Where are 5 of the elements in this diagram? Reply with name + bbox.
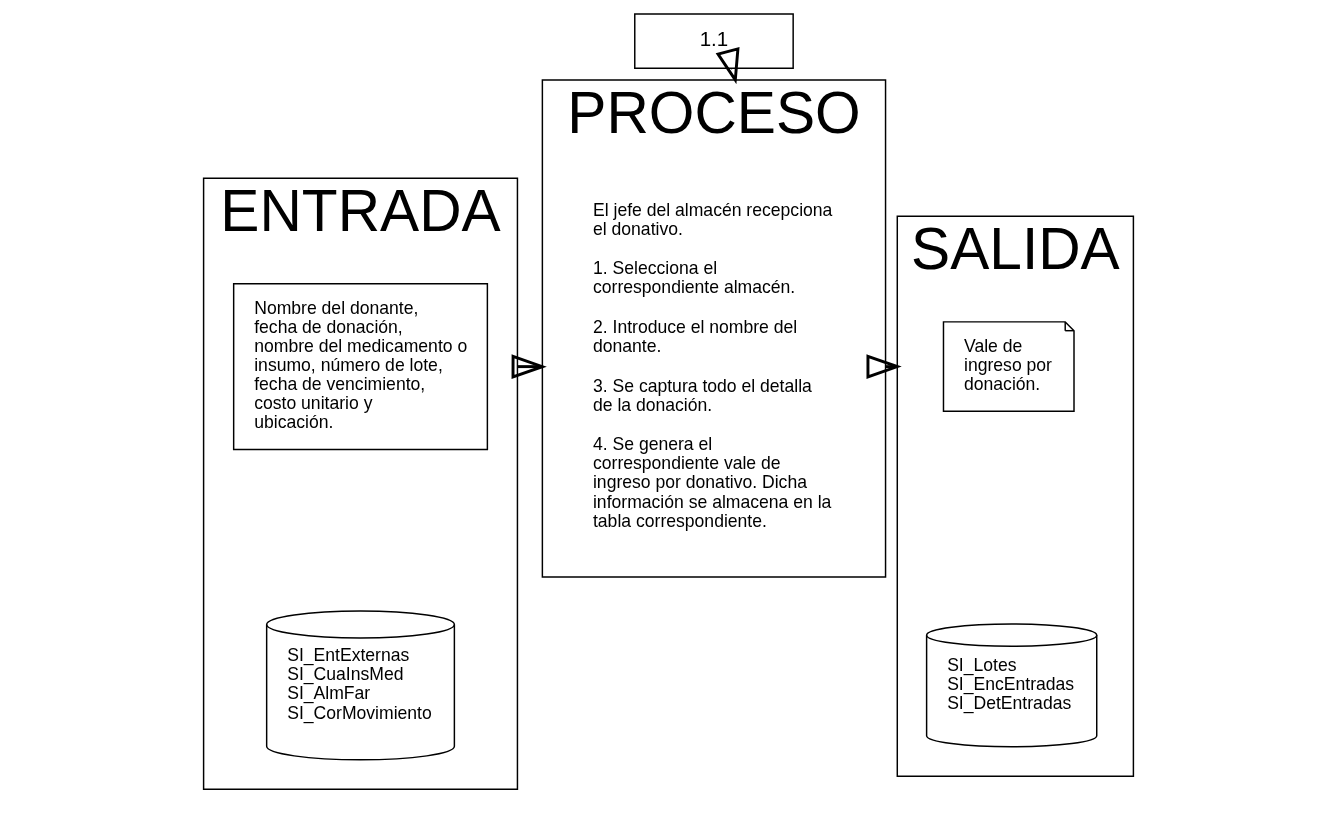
node-box: Nombre del donante, fecha de donación, nombre del medicamento o insumo, número de lote, fecha de vencimiento, costo unitario y ubicación. (232, 283, 489, 451)
arrow (511, 354, 547, 379)
arrow (866, 354, 902, 379)
arrow (715, 47, 740, 85)
node-text: El jefe del almacén recepciona el donativo. 1. Selecciona el correspondiente almacén. 2. Introduce el nombre del donante. 3. Se captura todo el detalla de la donación. 4. Se genera el correspondiente vale de ingreso por donativo. Dicha información se almacena en la tabla correspondiente. (592, 199, 833, 531)
